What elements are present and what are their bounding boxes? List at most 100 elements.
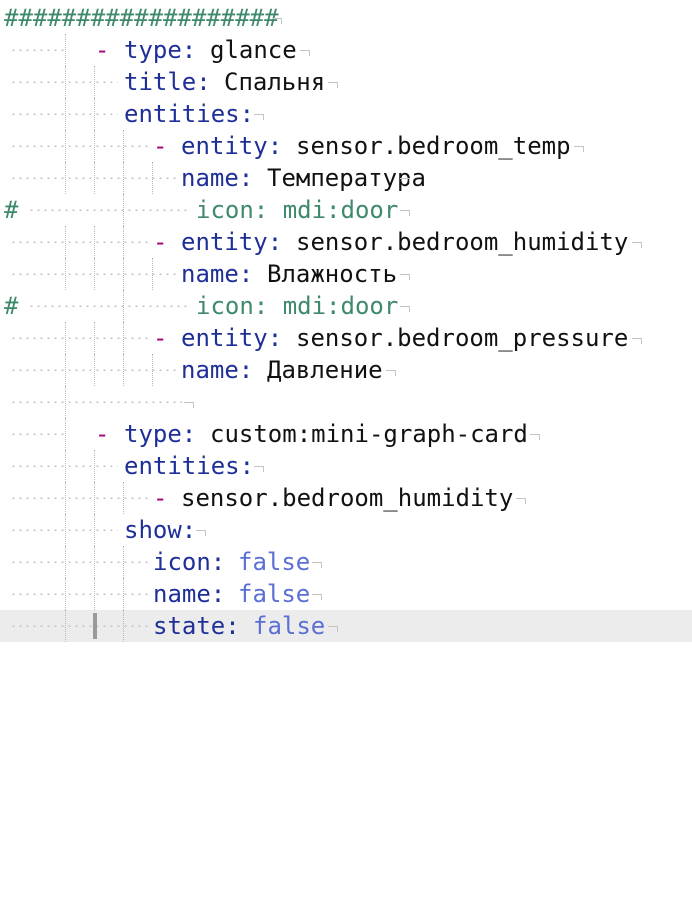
- code-line[interactable]: - entity: sensor.bedroom_temp: [0, 130, 692, 162]
- indent-guide: [94, 162, 95, 194]
- code-line[interactable]: # icon: mdi:door: [0, 194, 692, 226]
- whitespace-dots: [10, 113, 118, 115]
- yaml-value: glance: [210, 36, 297, 64]
- indent-guide: [152, 258, 153, 290]
- indent-guide: [123, 354, 124, 386]
- code-line[interactable]: - sensor.bedroom_humidity: [0, 482, 692, 514]
- line-end-marker: [300, 50, 310, 56]
- indent-guide: [65, 34, 66, 66]
- yaml-value: sensor.bedroom_humidity: [296, 228, 629, 256]
- indent-guide: [65, 450, 66, 482]
- code-line[interactable]: - type: custom:mini-graph-card: [0, 418, 692, 450]
- yaml-key: type:: [124, 36, 197, 64]
- whitespace-dots: [10, 369, 176, 371]
- indent-guide: [123, 482, 124, 514]
- indent-guide: [65, 546, 66, 578]
- yaml-key: name:: [181, 164, 254, 192]
- list-dash: -: [153, 132, 168, 160]
- code-line[interactable]: title: Спальня: [0, 66, 692, 98]
- comment-text: ###################: [4, 4, 279, 32]
- code-editor[interactable]: ################### - type: glance title…: [0, 0, 692, 652]
- yaml-value: sensor.bedroom_temp: [296, 132, 571, 160]
- indent-guide: [65, 386, 66, 418]
- indent-guide: [65, 610, 66, 642]
- indent-guide: [65, 482, 66, 514]
- whitespace-dots: [10, 433, 65, 435]
- yaml-key: show:: [124, 516, 197, 544]
- code-line[interactable]: icon: false: [0, 546, 692, 578]
- indent-guide: [94, 578, 95, 610]
- yaml-key: entities:: [124, 452, 255, 480]
- yaml-value: custom:mini-graph-card: [210, 420, 528, 448]
- yaml-key: entity:: [181, 132, 283, 160]
- yaml-key: entity:: [181, 228, 283, 256]
- code-line[interactable]: show:: [0, 514, 692, 546]
- indent-guide: [123, 290, 124, 322]
- line-end-marker: [312, 562, 322, 568]
- yaml-key: title:: [124, 68, 211, 96]
- indent-guide: [94, 482, 95, 514]
- whitespace-dots: [10, 241, 148, 243]
- whitespace-dots: [10, 401, 182, 403]
- line-end-marker: [530, 434, 540, 440]
- yaml-value: Влажность: [267, 260, 398, 288]
- line-end-marker: [272, 18, 282, 24]
- indent-guide: [123, 194, 124, 226]
- indent-guide: [65, 258, 66, 290]
- line-end-marker: [328, 82, 338, 88]
- indent-guide: [94, 66, 95, 98]
- code-line[interactable]: # icon: mdi:door: [0, 290, 692, 322]
- indent-guide: [65, 130, 66, 162]
- indent-guide: [94, 514, 95, 546]
- list-dash: -: [95, 420, 110, 448]
- code-line[interactable]: - entity: sensor.bedroom_pressure: [0, 322, 692, 354]
- indent-guide: [94, 450, 95, 482]
- code-line[interactable]: [0, 386, 692, 418]
- text-caret: [93, 613, 97, 639]
- list-dash: -: [153, 484, 168, 512]
- current-code-line[interactable]: state: false: [0, 610, 692, 642]
- indent-guide: [123, 546, 124, 578]
- indent-guide: [65, 66, 66, 98]
- line-end-marker: [254, 466, 264, 472]
- line-end-marker: [632, 338, 642, 344]
- line-end-marker: [196, 530, 206, 536]
- indent-guide: [123, 258, 124, 290]
- whitespace-dots: [10, 273, 176, 275]
- comment-text: icon: mdi:door: [196, 292, 399, 320]
- code-line[interactable]: entities:: [0, 450, 692, 482]
- yaml-key: name:: [181, 356, 254, 384]
- indent-guide: [123, 578, 124, 610]
- whitespace-dots: [28, 305, 190, 307]
- line-end-marker: [516, 498, 526, 504]
- yaml-key: icon:: [153, 548, 226, 576]
- indent-guide: [152, 162, 153, 194]
- code-line[interactable]: name: Влажность: [0, 258, 692, 290]
- whitespace-dots: [10, 177, 176, 179]
- indent-guide: [123, 322, 124, 354]
- line-end-marker: [184, 402, 194, 408]
- line-end-marker: [632, 242, 642, 248]
- code-line[interactable]: name: Температура: [0, 162, 692, 194]
- indent-guide: [94, 354, 95, 386]
- list-dash: -: [153, 324, 168, 352]
- code-line[interactable]: - type: glance: [0, 34, 692, 66]
- code-line[interactable]: name: Давление: [0, 354, 692, 386]
- indent-guide: [94, 130, 95, 162]
- code-line[interactable]: ###################: [0, 2, 692, 34]
- yaml-key: name:: [181, 260, 254, 288]
- code-line[interactable]: - entity: sensor.bedroom_humidity: [0, 226, 692, 258]
- indent-guide: [94, 258, 95, 290]
- line-end-marker: [400, 274, 410, 280]
- line-end-marker: [400, 178, 410, 184]
- indent-guide: [94, 98, 95, 130]
- whitespace-dots: [10, 145, 148, 147]
- indent-guide: [123, 130, 124, 162]
- line-end-marker: [254, 114, 264, 120]
- whitespace-dots: [10, 625, 148, 627]
- comment-text: icon: mdi:door: [196, 196, 399, 224]
- code-line[interactable]: entities:: [0, 98, 692, 130]
- line-end-marker: [312, 594, 322, 600]
- indent-guide: [65, 162, 66, 194]
- code-line[interactable]: name: false: [0, 578, 692, 610]
